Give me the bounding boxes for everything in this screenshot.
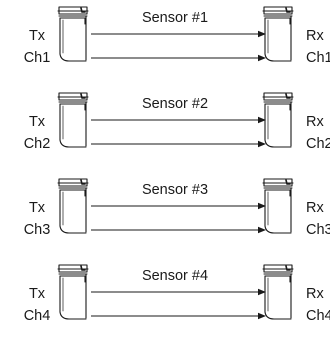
tx-transducer-icon bbox=[57, 92, 89, 148]
upper-beam-arrow bbox=[91, 116, 266, 124]
tx-label: Tx bbox=[29, 286, 46, 302]
tx-label: Tx bbox=[29, 28, 46, 44]
upper-beam-arrow bbox=[91, 288, 266, 296]
rx-label: Rx bbox=[306, 114, 324, 130]
lower-beam-arrow bbox=[91, 312, 266, 320]
rx-transducer-icon bbox=[262, 178, 294, 234]
upper-beam-arrow bbox=[91, 202, 266, 210]
rx-label: Rx bbox=[306, 28, 324, 44]
sensor-title: Sensor #2 bbox=[142, 96, 208, 112]
tx-channel-label: Ch1 bbox=[24, 50, 51, 66]
rx-channel-label: Ch1 bbox=[306, 50, 330, 66]
rx-transducer-icon bbox=[262, 264, 294, 320]
upper-beam-arrow bbox=[91, 30, 266, 38]
sensor-title: Sensor #4 bbox=[142, 268, 208, 284]
rx-label: Rx bbox=[306, 286, 324, 302]
rx-channel-label: Ch3 bbox=[306, 222, 330, 238]
tx-channel-label: Ch3 bbox=[24, 222, 51, 238]
sensor-title: Sensor #3 bbox=[142, 182, 208, 198]
tx-label: Tx bbox=[29, 114, 46, 130]
rx-transducer-icon bbox=[262, 92, 294, 148]
lower-beam-arrow bbox=[91, 54, 266, 62]
tx-channel-label: Ch2 bbox=[24, 136, 51, 152]
tx-transducer-icon bbox=[57, 178, 89, 234]
rx-channel-label: Ch2 bbox=[306, 136, 330, 152]
tx-channel-label: Ch4 bbox=[24, 308, 51, 324]
lower-beam-arrow bbox=[91, 226, 266, 234]
tx-transducer-icon bbox=[57, 264, 89, 320]
rx-label: Rx bbox=[306, 200, 324, 216]
lower-beam-arrow bbox=[91, 140, 266, 148]
rx-channel-label: Ch4 bbox=[306, 308, 330, 324]
tx-transducer-icon bbox=[57, 6, 89, 62]
rx-transducer-icon bbox=[262, 6, 294, 62]
sensor-title: Sensor #1 bbox=[142, 10, 208, 26]
tx-label: Tx bbox=[29, 200, 46, 216]
